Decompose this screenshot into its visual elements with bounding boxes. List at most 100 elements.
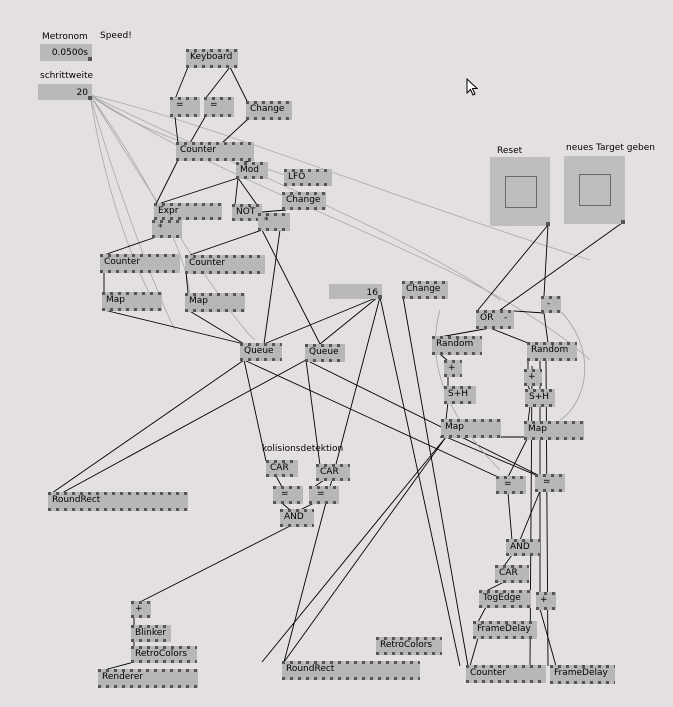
retrocolors-node-1[interactable]: RetroColors bbox=[131, 646, 197, 663]
plus-node-3[interactable]: + bbox=[536, 592, 556, 610]
counter-node-1[interactable]: Counter bbox=[176, 142, 254, 161]
equals-node-5[interactable]: = bbox=[496, 476, 526, 494]
equals-node-3[interactable]: = bbox=[273, 486, 303, 504]
roundrect-node-2[interactable]: RoundRect bbox=[282, 661, 420, 680]
counter-node-3[interactable]: Counter bbox=[185, 255, 265, 274]
car-node-3[interactable]: CAR bbox=[495, 565, 529, 583]
value-16: 16 bbox=[366, 288, 378, 298]
node-label: FrameDelay bbox=[477, 624, 531, 634]
change-node-1[interactable]: Change bbox=[246, 101, 292, 120]
neues-target-button[interactable] bbox=[564, 156, 625, 224]
node-label: + bbox=[528, 372, 536, 382]
node-label: = bbox=[281, 489, 289, 499]
equals-node-1[interactable]: = bbox=[170, 97, 200, 117]
plus-node-1[interactable]: + bbox=[444, 360, 462, 377]
outlet-pin[interactable] bbox=[621, 220, 625, 224]
retrocolors-node-2[interactable]: RetroColors bbox=[376, 637, 442, 655]
node-label: AND bbox=[284, 512, 304, 522]
mod-node[interactable]: Mod bbox=[236, 162, 268, 179]
node-label: RetroColors bbox=[135, 649, 188, 659]
node-label: RetroColors bbox=[380, 640, 433, 650]
map-node-4[interactable]: Map bbox=[524, 421, 584, 440]
node-label: Change bbox=[286, 195, 321, 205]
not-node[interactable]: NOT bbox=[232, 204, 262, 221]
multiply-node-2[interactable]: * bbox=[258, 213, 290, 231]
multiply-node-1[interactable]: * bbox=[152, 220, 182, 238]
counter-node-4[interactable]: Counter bbox=[466, 665, 546, 683]
arrow-cursor-icon bbox=[466, 78, 478, 96]
node-label: Counter bbox=[104, 257, 140, 267]
metronom-value: 0.0500s bbox=[51, 48, 88, 58]
node-label: RoundRect bbox=[52, 495, 101, 505]
togedge-node[interactable]: TogEdge bbox=[479, 590, 531, 608]
car-node-2[interactable]: CAR bbox=[316, 464, 350, 481]
lfo-node[interactable]: LFO bbox=[284, 169, 332, 186]
plus-node-4[interactable]: + bbox=[131, 601, 151, 618]
node-label: = bbox=[504, 479, 512, 489]
car-node-1[interactable]: CAR bbox=[266, 460, 298, 477]
reset-caption: Reset bbox=[497, 146, 523, 156]
expr-node[interactable]: Expr bbox=[154, 203, 222, 220]
blinker-node[interactable]: Blinker bbox=[131, 625, 171, 642]
equals-node-6[interactable]: = bbox=[535, 474, 565, 492]
node-label: - bbox=[547, 299, 551, 309]
node-label: S+H bbox=[448, 389, 469, 399]
node-label: Map bbox=[445, 422, 464, 432]
node-label: CAR bbox=[270, 463, 289, 473]
random-node-2[interactable]: Random bbox=[527, 342, 577, 361]
schrittweite-caption: schrittweite bbox=[40, 71, 94, 81]
sh-node-2[interactable]: S+H bbox=[525, 389, 555, 407]
reset-button-face[interactable] bbox=[505, 176, 537, 208]
renderer-node[interactable]: Renderer bbox=[98, 669, 198, 688]
equals-node-2[interactable]: = bbox=[204, 97, 234, 117]
outlet-pin[interactable] bbox=[88, 57, 92, 61]
random-node-1[interactable]: Random bbox=[432, 336, 482, 355]
node-label: Mod bbox=[240, 165, 259, 175]
node-label: AND bbox=[510, 542, 530, 552]
queue-node-1[interactable]: Queue bbox=[240, 343, 282, 361]
outlet-pin[interactable] bbox=[88, 96, 92, 100]
outlet-pin[interactable] bbox=[378, 295, 382, 299]
reset-button[interactable] bbox=[490, 157, 550, 226]
node-label: FrameDelay bbox=[554, 668, 608, 678]
metronom-value-field[interactable]: 0.0500s bbox=[40, 44, 92, 61]
node-label: S+H bbox=[529, 392, 550, 402]
node-label: Counter bbox=[470, 668, 506, 678]
speed-caption: Speed! bbox=[100, 31, 132, 41]
minus-node-1[interactable]: - bbox=[500, 310, 514, 329]
sh-node-1[interactable]: S+H bbox=[444, 386, 476, 404]
node-label: Queue bbox=[244, 346, 274, 356]
change-node-2[interactable]: Change bbox=[282, 192, 326, 210]
and-node-1[interactable]: AND bbox=[280, 509, 314, 527]
change-node-3[interactable]: Change bbox=[402, 281, 448, 299]
kolisionsdetektion-caption: kolisionsdetektion bbox=[262, 444, 344, 454]
node-label: Renderer bbox=[102, 672, 144, 682]
neues-target-button-face[interactable] bbox=[579, 174, 611, 206]
map-node-2[interactable]: Map bbox=[185, 293, 245, 312]
node-label: Random bbox=[436, 339, 474, 349]
queue-node-2[interactable]: Queue bbox=[305, 344, 345, 362]
equals-node-4[interactable]: = bbox=[309, 486, 339, 504]
schrittweite-value-field[interactable]: 20 bbox=[38, 84, 92, 100]
and-node-2[interactable]: AND bbox=[506, 539, 540, 556]
value-16-field[interactable]: 16 bbox=[329, 284, 382, 299]
map-node-3[interactable]: Map bbox=[441, 419, 501, 438]
node-label: Change bbox=[406, 284, 441, 294]
framedelay-node-2[interactable]: FrameDelay bbox=[550, 665, 615, 684]
minus-node-2[interactable]: - bbox=[541, 296, 561, 313]
map-node-1[interactable]: Map bbox=[102, 292, 162, 311]
node-label: = bbox=[176, 100, 184, 110]
node-label: + bbox=[448, 363, 456, 373]
node-label: * bbox=[264, 216, 269, 226]
node-label: Map bbox=[189, 296, 208, 306]
outlet-pin[interactable] bbox=[546, 222, 550, 226]
keyboard-node[interactable]: Keyboard bbox=[186, 49, 238, 68]
plus-node-2[interactable]: + bbox=[524, 369, 542, 386]
node-label: LFO bbox=[288, 172, 306, 182]
node-label: Map bbox=[528, 424, 547, 434]
framedelay-node-1[interactable]: FrameDelay bbox=[473, 621, 537, 639]
counter-node-2[interactable]: Counter bbox=[100, 254, 180, 273]
roundrect-node-1[interactable]: RoundRect bbox=[48, 492, 188, 511]
node-label: NOT bbox=[236, 207, 256, 217]
